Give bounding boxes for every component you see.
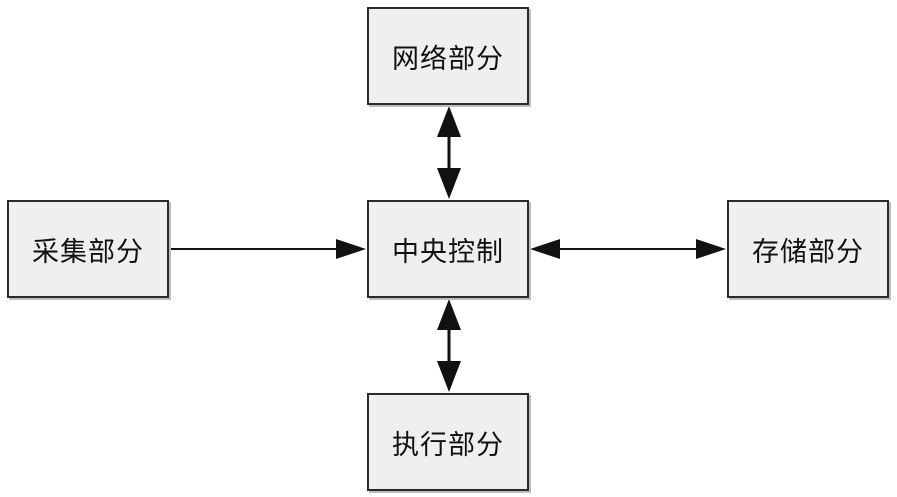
node-network: 网络部分 [367, 7, 529, 105]
node-execution-label: 执行部分 [392, 423, 504, 462]
edge-central-execute [437, 299, 461, 392]
edge-central-network [437, 106, 461, 199]
node-acquisition: 采集部分 [7, 200, 169, 298]
node-execution: 执行部分 [367, 393, 529, 491]
node-storage: 存储部分 [727, 200, 889, 298]
edge-acquire-to-central [170, 239, 366, 259]
node-acquisition-label: 采集部分 [32, 230, 144, 269]
node-central-control: 中央控制 [367, 200, 529, 298]
edge-central-storage [530, 239, 726, 259]
node-network-label: 网络部分 [392, 37, 504, 76]
node-storage-label: 存储部分 [752, 230, 864, 269]
node-central-control-label: 中央控制 [392, 230, 504, 269]
